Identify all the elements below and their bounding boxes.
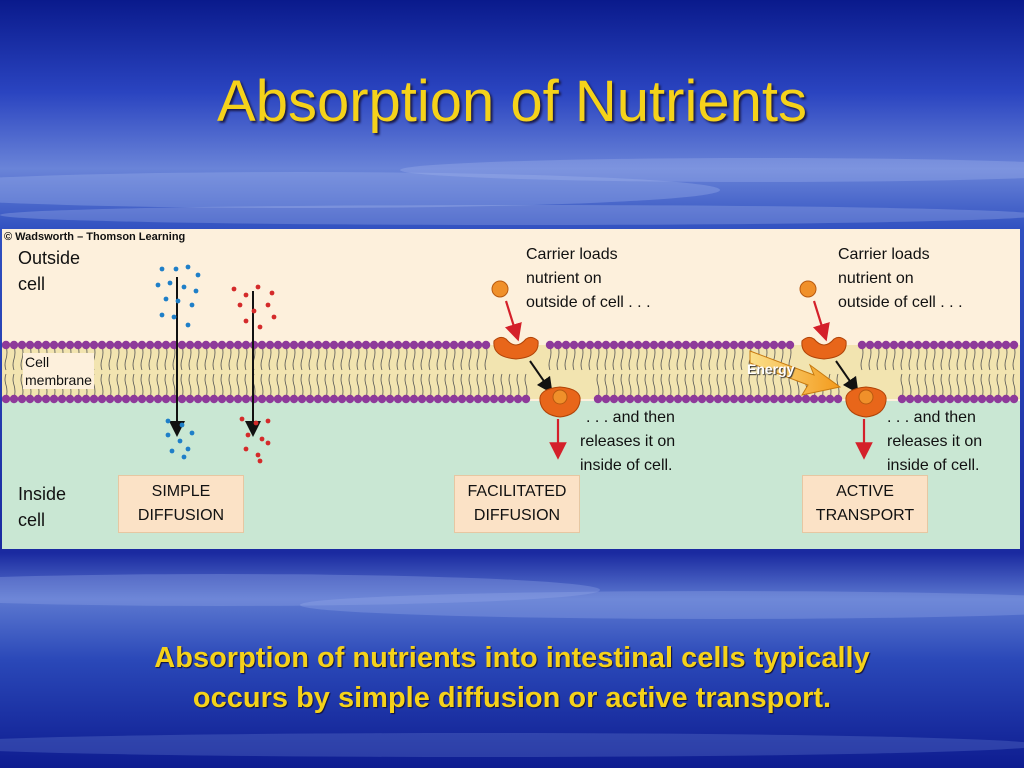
red-molecule bbox=[259, 436, 265, 442]
red-molecule bbox=[231, 286, 237, 292]
facilitated-release-note: . . . and then releases it on inside of … bbox=[580, 409, 676, 474]
blue-molecule bbox=[173, 266, 179, 272]
blue-molecule bbox=[181, 284, 187, 290]
blue-molecule bbox=[185, 322, 191, 328]
red-molecule bbox=[257, 458, 263, 464]
blue-molecule bbox=[193, 288, 199, 294]
active-load-note: Carrier loads nutrient on outside of cel… bbox=[838, 246, 963, 311]
blue-molecule bbox=[175, 298, 181, 304]
red-molecule bbox=[255, 284, 261, 290]
diagram-canvas bbox=[2, 264, 1020, 464]
red-molecule bbox=[257, 324, 263, 330]
red-molecule bbox=[265, 418, 271, 424]
blue-molecule bbox=[181, 454, 187, 460]
red-molecule bbox=[237, 302, 243, 308]
diffusing-molecules bbox=[155, 264, 277, 464]
facilitated-carrier-inside bbox=[539, 386, 581, 460]
red-molecule bbox=[265, 302, 271, 308]
facilitated-diffusion-label: FACILITATED DIFFUSION bbox=[454, 475, 580, 533]
carrier-protein-icon bbox=[493, 336, 539, 360]
slide-caption: Absorption of nutrients into intestinal … bbox=[154, 642, 870, 714]
energy-arrow-icon bbox=[749, 350, 842, 396]
blue-molecule bbox=[169, 448, 175, 454]
nutrient-molecule-icon bbox=[799, 280, 817, 298]
blue-molecule bbox=[185, 446, 191, 452]
nutrient-molecule-icon bbox=[858, 389, 874, 405]
copyright-notice: © Wadsworth – Thomson Learning bbox=[4, 231, 186, 243]
blue-molecule bbox=[189, 302, 195, 308]
red-molecule bbox=[265, 440, 271, 446]
facilitated-load-note: Carrier loads nutrient on outside of cel… bbox=[526, 246, 651, 311]
blue-molecule bbox=[159, 312, 165, 318]
active-carrier-inside bbox=[845, 386, 887, 460]
red-molecule bbox=[243, 446, 249, 452]
simple-diffusion-label: SIMPLE DIFFUSION bbox=[118, 475, 244, 533]
inside-cell-label: Inside cell bbox=[18, 484, 67, 530]
blue-molecule bbox=[167, 280, 173, 286]
nutrient-molecule-icon bbox=[552, 389, 568, 405]
facilitated-carrier-outside bbox=[491, 280, 553, 394]
red-molecule bbox=[245, 432, 251, 438]
red-molecule bbox=[255, 452, 261, 458]
red-molecule bbox=[271, 314, 277, 320]
blue-molecule bbox=[189, 430, 195, 436]
active-transport-label: ACTIVE TRANSPORT bbox=[802, 475, 928, 533]
blue-molecule bbox=[155, 282, 161, 288]
active-carrier-outside bbox=[799, 280, 859, 394]
membrane-transport-figure: © Wadsworth – Thomson Learning Outside c… bbox=[2, 229, 1020, 549]
red-molecule bbox=[253, 420, 259, 426]
blue-molecule bbox=[185, 264, 191, 270]
red-molecule bbox=[269, 290, 275, 296]
red-molecule bbox=[243, 292, 249, 298]
blue-molecule bbox=[159, 266, 165, 272]
blue-molecule bbox=[179, 422, 185, 428]
blue-molecule bbox=[177, 438, 183, 444]
energy-label: Energy bbox=[747, 361, 795, 377]
blue-molecule bbox=[163, 296, 169, 302]
active-release-note: . . . and then releases it on inside of … bbox=[887, 409, 983, 474]
red-molecule bbox=[239, 416, 245, 422]
blue-molecule bbox=[165, 432, 171, 438]
nutrient-molecule-icon bbox=[491, 280, 509, 298]
carrier-protein-icon bbox=[801, 336, 847, 360]
red-molecule bbox=[251, 308, 257, 314]
blue-molecule bbox=[195, 272, 201, 278]
blue-molecule bbox=[165, 418, 171, 424]
slide-title: Absorption of Nutrients bbox=[217, 69, 807, 134]
blue-molecule bbox=[171, 314, 177, 320]
cell-membrane-label: Cell membrane bbox=[23, 353, 94, 389]
cell-membrane bbox=[2, 340, 1020, 404]
outside-cell-label: Outside cell bbox=[18, 248, 81, 294]
red-molecule bbox=[243, 318, 249, 324]
